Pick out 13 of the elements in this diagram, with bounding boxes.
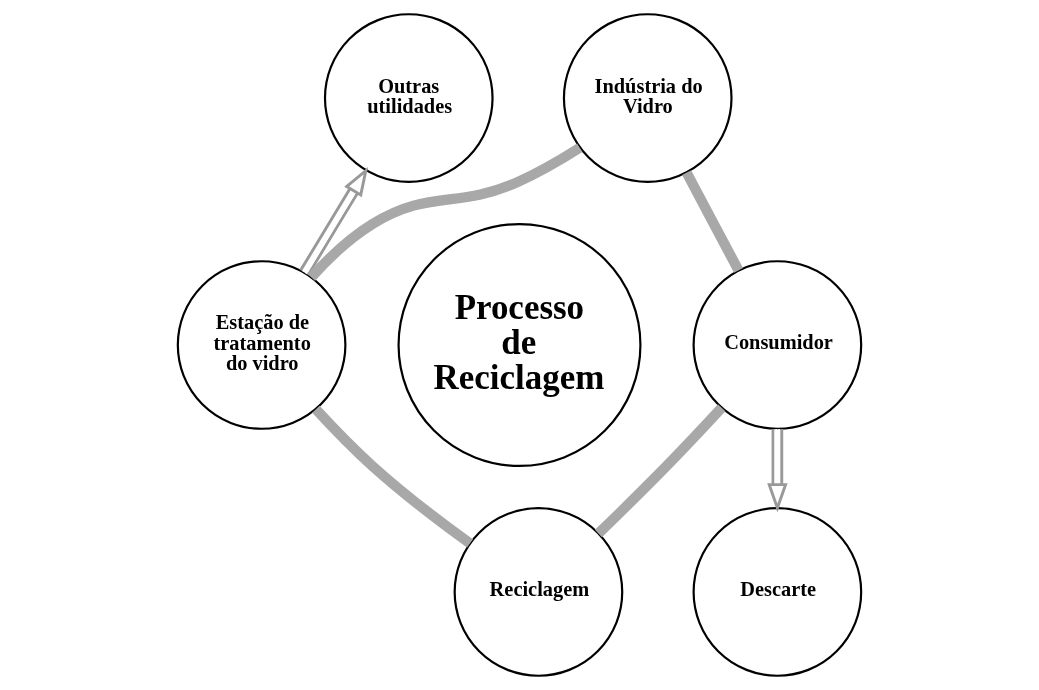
node-circle: Consumidor: [692, 260, 863, 430]
connector: [594, 404, 726, 538]
node-circle: Descarte: [692, 507, 863, 677]
node-circle: Indústria do Vidro: [562, 13, 733, 183]
node-circle: Outras utilidades: [323, 13, 494, 183]
arrow: [299, 166, 369, 276]
node-circle: Processo de Reciclagem: [397, 222, 642, 468]
arrow: [767, 429, 788, 513]
node-circle: Reciclagem: [453, 507, 624, 677]
connector: [312, 405, 473, 548]
connector: [307, 143, 583, 281]
connector: [682, 170, 744, 273]
node-circle: Estação de tratamento do vidro: [176, 260, 347, 430]
